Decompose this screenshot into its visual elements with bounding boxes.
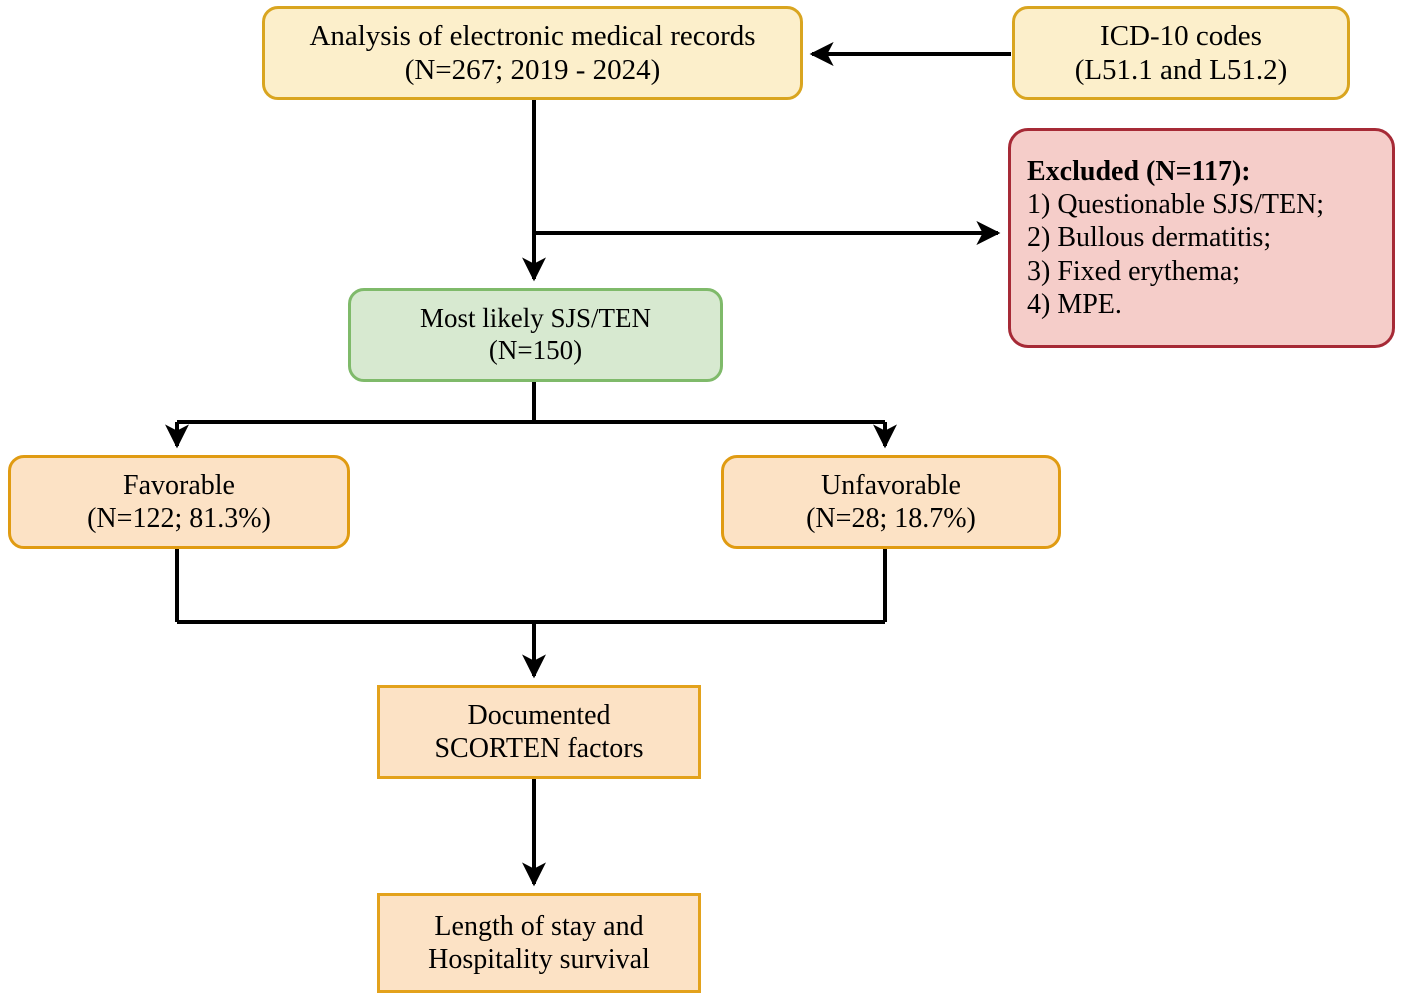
node-favorable-line2: (N=122; 81.3%) <box>87 503 271 534</box>
node-sjsten-line2: (N=150) <box>488 335 583 365</box>
node-unfavorable-line1: Unfavorable <box>821 469 961 501</box>
node-length-line2: Hospitality survival <box>428 944 650 975</box>
edge-merge-to-scorten <box>175 549 887 679</box>
node-unfavorable-line2: (N=28; 18.7%) <box>806 503 976 534</box>
node-records-line1: Analysis of electronic medical records <box>309 19 756 52</box>
node-documented-scorten-factors: Documented SCORTEN factors <box>377 685 701 779</box>
edge-sjsten-split <box>165 382 897 449</box>
node-favorable-line1: Favorable <box>123 469 235 501</box>
node-length-line1: Length of stay and <box>434 910 644 942</box>
node-excluded-item-1: 1) Questionable SJS/TEN; <box>1027 189 1325 221</box>
node-excluded-item-4: 4) MPE. <box>1027 288 1122 320</box>
node-icd-line1: ICD-10 codes <box>1100 19 1262 52</box>
node-excluded-item-2: 2) Bullous dermatitis; <box>1027 222 1272 254</box>
node-icd-10-codes: ICD-10 codes (L51.1 and L51.2) <box>1012 6 1350 100</box>
node-scorten-line2: SCORTEN factors <box>434 733 644 764</box>
node-excluded-heading: Excluded (N=117): <box>1027 156 1251 188</box>
node-excluded: Excluded (N=117): 1) Questionable SJS/TE… <box>1008 128 1395 348</box>
node-sjsten-line1: Most likely SJS/TEN <box>419 303 652 334</box>
node-scorten-line1: Documented <box>467 699 611 731</box>
node-most-likely-sjs-ten: Most likely SJS/TEN (N=150) <box>348 288 723 382</box>
node-length-of-stay: Length of stay and Hospitality survival <box>377 893 701 993</box>
node-icd-line2: (L51.1 and L51.2) <box>1074 54 1288 86</box>
node-excluded-item-3: 3) Fixed erythema; <box>1027 255 1241 287</box>
node-unfavorable: Unfavorable (N=28; 18.7%) <box>721 455 1061 549</box>
node-records-line2: (N=267; 2019 - 2024) <box>404 54 661 86</box>
node-favorable: Favorable (N=122; 81.3%) <box>8 455 350 549</box>
node-analysis-of-records: Analysis of electronic medical records (… <box>262 6 803 100</box>
